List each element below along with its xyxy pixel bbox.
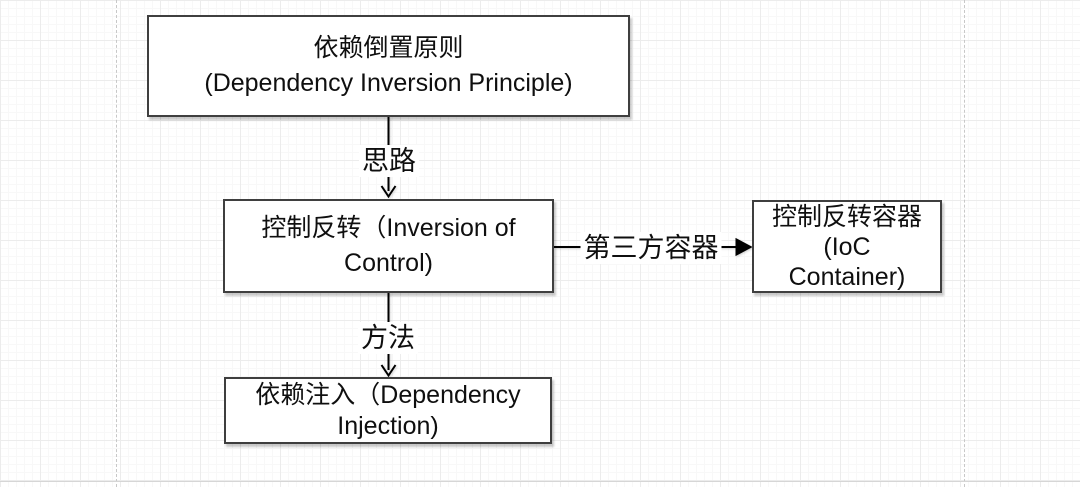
arrow-ioc-to-di-open-head [380,364,397,378]
node-text-line: Control) [344,249,433,277]
node-inversion-of-control: 控制反转（Inversion of Control) [223,199,554,293]
edge-label-method: 方法 [358,322,418,354]
arrow-ioc-to-container-filled-head [735,237,753,257]
edge-label-idea: 思路 [359,145,419,177]
page-boundary-right [964,0,965,487]
node-text-line: (IoC [823,232,871,261]
node-text-line: 控制反转（Inversion of [261,214,516,242]
node-text-line: Container) [788,262,906,291]
node-text-line: 控制反转容器 [771,202,922,231]
node-text-line: Injection) [337,411,439,440]
node-text-line: 依赖倒置原则 [313,34,464,62]
node-dependency-injection: 依赖注入（Dependency Injection) [224,377,552,444]
node-ioc-container: 控制反转容器 (IoC Container) [752,200,942,293]
node-text-line: 依赖注入（Dependency [255,380,521,409]
edge-label-third-party-container: 第三方容器 [580,232,722,264]
node-text-line: (Dependency Inversion Principle) [204,69,573,97]
page-boundary-left [116,0,117,487]
node-dependency-inversion-principle: 依赖倒置原则 (Dependency Inversion Principle) [147,15,630,117]
arrow-dip-to-ioc-open-head [380,185,397,199]
page-boundary-bottom [0,481,1080,482]
